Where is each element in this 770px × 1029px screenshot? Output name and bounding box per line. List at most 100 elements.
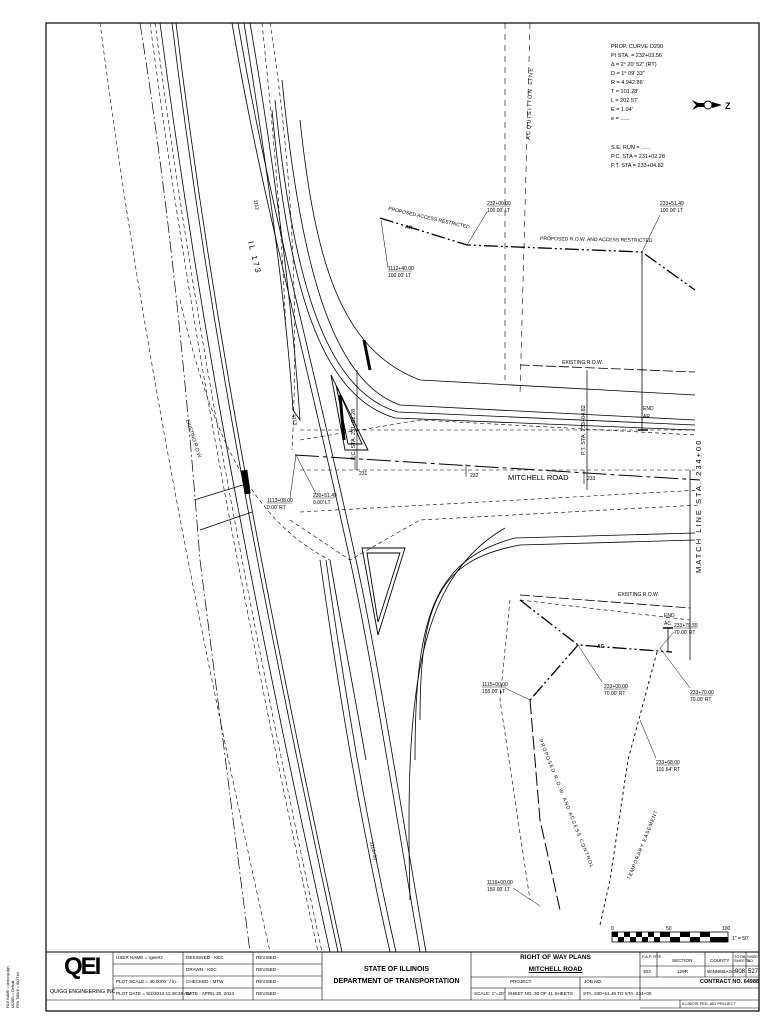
svg-text:ACQUISITION LINE: ACQUISITION LINE <box>526 66 535 140</box>
plan-title-1: RIGHT OF WAY PLANS <box>520 954 591 961</box>
svg-text:L = 202.57': L = 202.57' <box>611 98 638 104</box>
svg-text:TEMPORARY EASEMENT: TEMPORARY EASEMENT <box>626 809 660 881</box>
svg-text:231: 231 <box>359 471 368 477</box>
scale-bar: 0 50 100 1" = 50' <box>611 926 749 943</box>
svg-text:P.T. STA. 233+04.82: P.T. STA. 233+04.82 <box>581 405 587 455</box>
revised-4: REVISED - <box>256 991 279 996</box>
svg-text:233+00.00: 233+00.00 <box>604 684 628 690</box>
svg-text:END: END <box>664 613 675 619</box>
county-value: WINNEBAGO <box>707 969 736 974</box>
svg-text:Δ = 2° 20' 52" (RT): Δ = 2° 20' 52" (RT) <box>611 62 657 68</box>
svg-text:232+00.00: 232+00.00 <box>487 201 511 207</box>
svg-text:50: 50 <box>666 926 672 932</box>
checked-by: CHECKED - MTW <box>186 979 224 984</box>
svg-text:230+51.49: 230+51.49 <box>313 493 337 499</box>
svg-text:70.00' RT: 70.00' RT <box>674 630 695 636</box>
section-label: SECTION <box>672 958 693 963</box>
total-sheets-label: TOTAL SHEETS <box>734 954 751 963</box>
svg-text:e = ......: e = ...... <box>611 116 630 122</box>
svg-text:1112+40.00: 1112+40.00 <box>388 266 414 272</box>
project-label: PROJECT <box>510 979 532 984</box>
sheet-number-value: 527 <box>748 969 759 975</box>
sheet-no-label: SHEET NO. <box>747 954 761 963</box>
svg-text:EXISTING R.O.W.: EXISTING R.O.W. <box>618 592 659 598</box>
curve-data-block: PROP. CURVE O290 PI STA. = 232+03.56 Δ =… <box>611 44 665 169</box>
svg-text:END: END <box>643 406 654 412</box>
drawing-date: DATE - APRIL 30, 2013 <box>186 991 235 996</box>
file-info-note: FILE NAME = drawing.dgn MODEL = Default … <box>6 966 20 1008</box>
svg-text:100.00' LT: 100.00' LT <box>388 273 411 279</box>
svg-text:100.00' LT: 100.00' LT <box>660 208 683 214</box>
svg-text:MITCHELL ROAD: MITCHELL ROAD <box>508 473 569 482</box>
svg-text:EXISTING R.O.W.: EXISTING R.O.W. <box>562 360 603 366</box>
svg-text:PI STA. = 232+03.56: PI STA. = 232+03.56 <box>611 53 662 59</box>
proposed-access-restricted-line <box>379 217 696 701</box>
plot-date: PLOT DATE = 5/2/2013 11:48:28 AM <box>116 991 191 996</box>
svg-text:101.64' RT: 101.64' RT <box>656 767 680 773</box>
svg-text:AR: AR <box>405 224 414 232</box>
section-value: 129R <box>677 969 688 974</box>
svg-text:R = 4,942.86': R = 4,942.86' <box>611 80 644 86</box>
revised-3: REVISED - <box>256 979 279 984</box>
svg-text:PROPOSED ACCESS RESTRICTED: PROPOSED ACCESS RESTRICTED <box>388 206 471 231</box>
svg-text:IL 173: IL 173 <box>246 240 263 275</box>
plot-scale: PLOT SCALE = 40.0000 ' / in. <box>116 979 177 984</box>
plan-title-2: MITCHELL ROAD <box>528 966 583 973</box>
county-label: COUNTY <box>710 958 730 963</box>
svg-text:D = 1° 09' 33": D = 1° 09' 33" <box>611 71 645 77</box>
user-name: USER NAME = rgeertz <box>116 955 163 960</box>
title-block-grid <box>46 952 759 1009</box>
firm-logo: QEI <box>64 953 101 980</box>
svg-text:1113: 1113 <box>290 414 298 425</box>
sheet-number-text: SHEET NO. 39 OF 41 SHEETS <box>508 991 573 996</box>
svg-text:150.00' LT: 150.00' LT <box>487 887 510 893</box>
svg-text:1115+00.00: 1115+00.00 <box>482 682 508 688</box>
svg-text:EXISTING R.O.W.: EXISTING R.O.W. <box>184 419 202 460</box>
callout-leaders <box>289 211 691 907</box>
svg-text:233+79.55: 233+79.55 <box>674 623 698 629</box>
agency-line-2: DEPARTMENT OF TRANSPORTATION <box>333 978 460 985</box>
svg-text:1116+00.00: 1116+00.00 <box>487 880 513 886</box>
agency-line-1: STATE OF ILLINOIS <box>363 966 430 973</box>
svg-text:PROP. CURVE O290: PROP. CURVE O290 <box>611 44 663 50</box>
svg-text:233+68.00: 233+68.00 <box>656 760 680 766</box>
svg-text:0.00' RT: 0.00' RT <box>267 505 286 511</box>
station-range: STA. 230+51.49 TO STA. 234+00 <box>583 991 652 996</box>
svg-text:155.00' LT: 155.00' LT <box>482 689 505 695</box>
svg-text:S.E. RUN = ......: S.E. RUN = ...... <box>611 145 651 151</box>
contract-number: CONTRACT NO. 64988 <box>700 979 759 985</box>
svg-text:70.00' RT: 70.00' RT <box>604 691 625 697</box>
svg-text:0: 0 <box>611 926 614 932</box>
drawn-by: DRAWN - KEC <box>186 967 217 972</box>
designed-by: DESIGNED - KEC <box>186 955 224 960</box>
svg-text:E = 1.04': E = 1.04' <box>611 107 633 113</box>
svg-text:100.00' LT: 100.00' LT <box>487 208 510 214</box>
svg-text:PROPOSED R.O.W. AND ACCESS RES: PROPOSED R.O.W. AND ACCESS RESTRICTED <box>540 236 653 244</box>
svg-text:AR: AR <box>643 414 650 420</box>
mitchell-road-centerline <box>294 454 701 481</box>
mitchell-road-returns <box>271 79 696 901</box>
revised-2: REVISED - <box>256 967 279 972</box>
fap-rte-label: F.A.P. RTE. <box>642 954 663 959</box>
svg-text:0.00' LT: 0.00' LT <box>313 500 331 506</box>
svg-text:AC: AC <box>597 644 605 650</box>
existing-edges <box>99 22 701 953</box>
svg-text:233+70.00: 233+70.00 <box>690 690 714 696</box>
svg-text:100: 100 <box>722 926 731 932</box>
project-footer: ILLINOIS FED. AID PROJECT <box>682 1001 737 1006</box>
svg-text:232: 232 <box>470 473 479 479</box>
svg-text:1112: 1112 <box>252 199 260 210</box>
svg-text:P.T. STA = 233+04.82: P.T. STA = 233+04.82 <box>611 163 664 169</box>
svg-text:P.C. STA = 231+02.28: P.C. STA = 231+02.28 <box>611 154 665 160</box>
svg-text:70.00' RT: 70.00' RT <box>690 697 711 703</box>
fap-rte-value: 303 <box>643 969 651 974</box>
scale-text: SCALE: 1"=20' <box>474 991 505 996</box>
revised-1: REVISED - <box>256 955 279 960</box>
total-sheets-value: 908 <box>735 969 746 975</box>
il-173-roadway <box>159 22 427 953</box>
job-no-label: JOB NO. <box>584 979 603 984</box>
svg-text:PROPOSED R.O.W. AND ACCESS CON: PROPOSED R.O.W. AND ACCESS CONTROL <box>537 739 595 870</box>
